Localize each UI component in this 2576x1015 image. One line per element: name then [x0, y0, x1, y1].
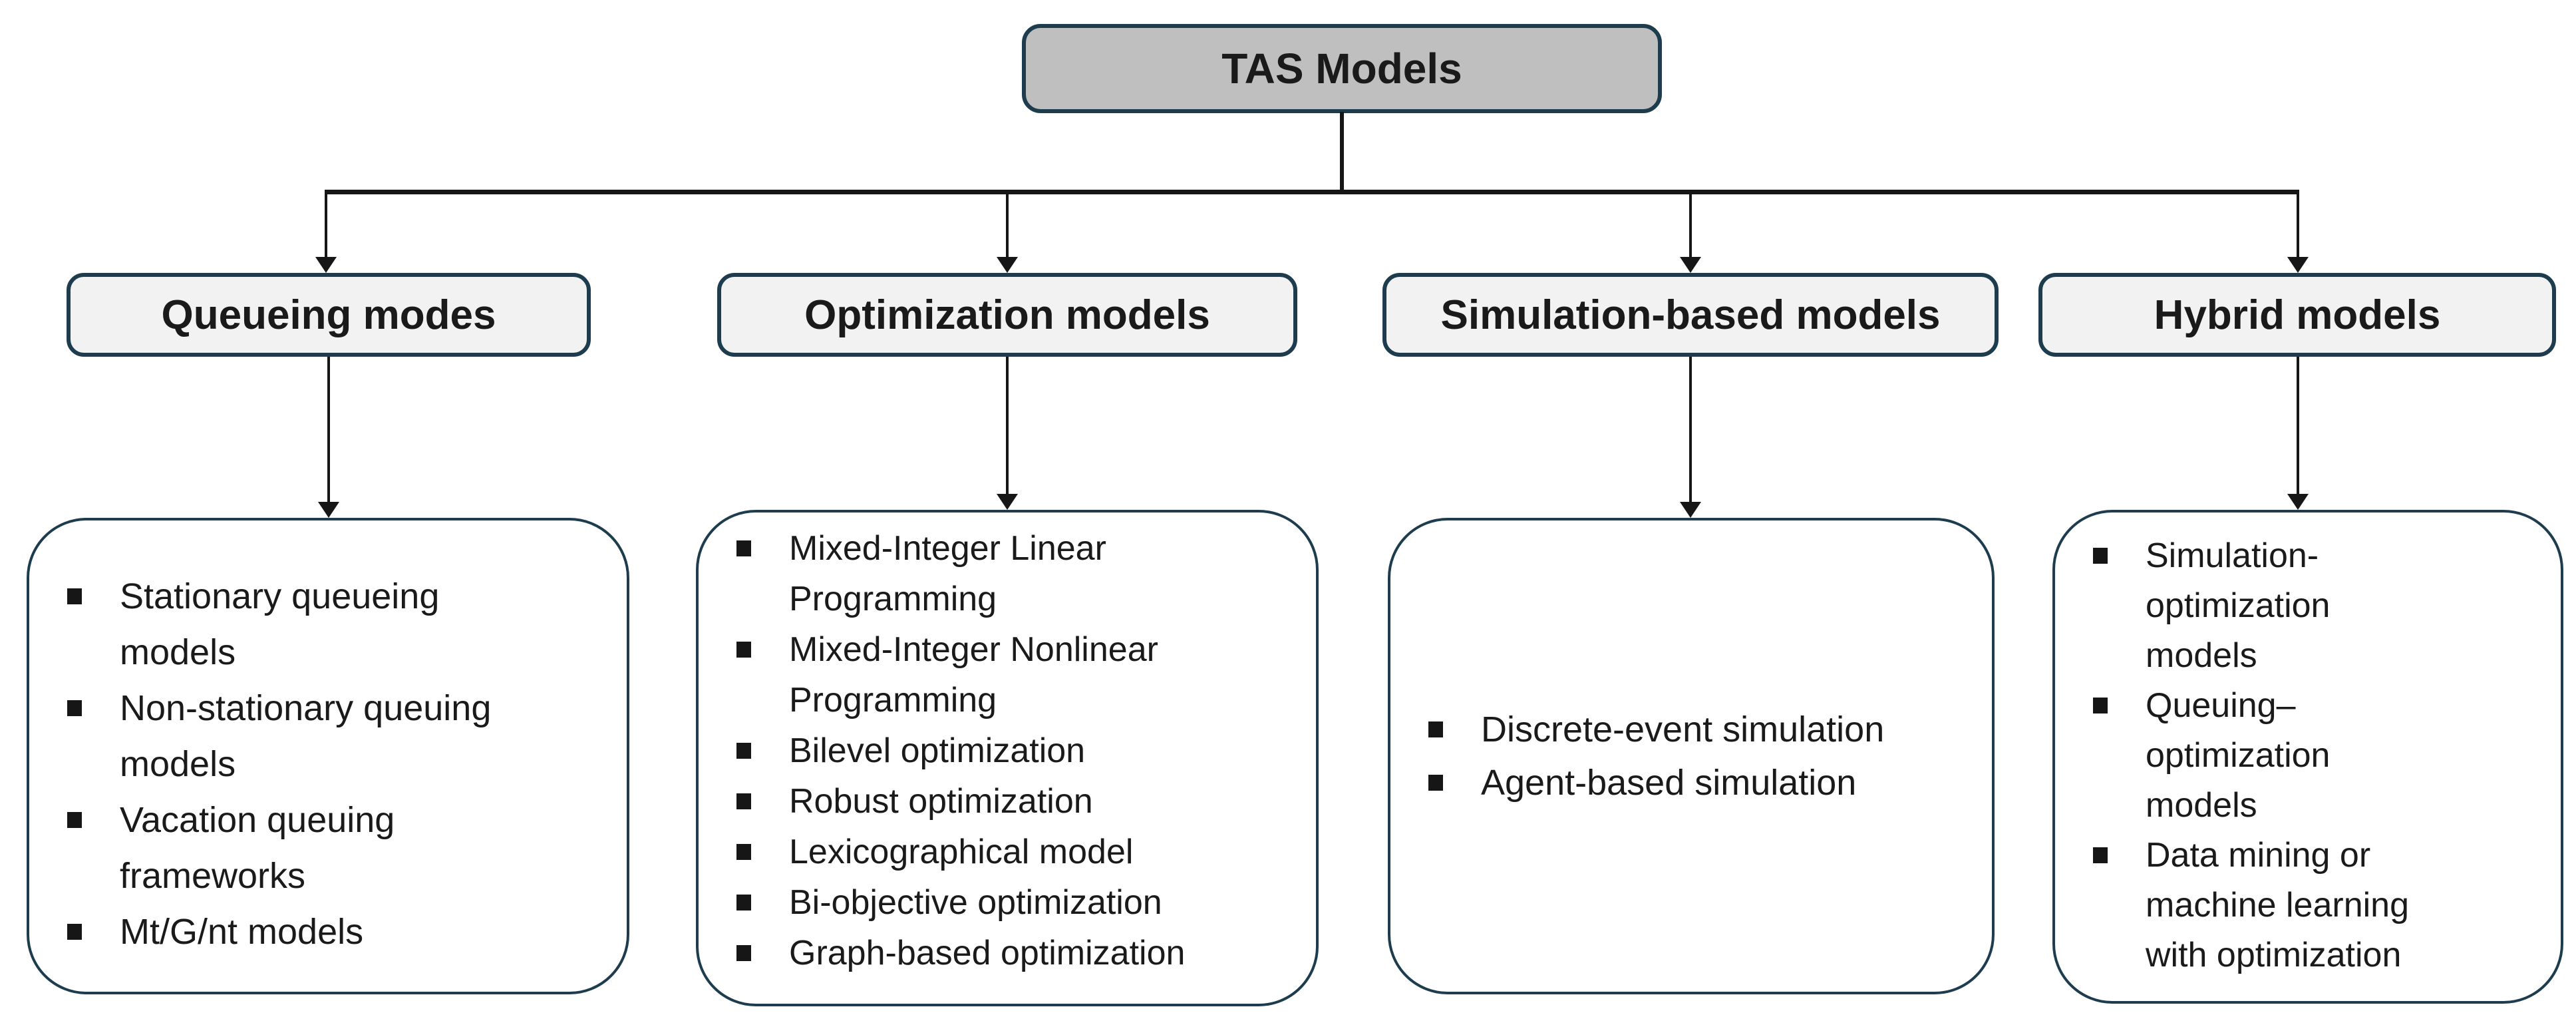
branch-label: Queueing modes [161, 292, 496, 338]
branch-label: Hybrid models [2154, 292, 2441, 338]
bullet-item: Robust optimization [699, 776, 1217, 827]
bullet-item: Lexicographical model [699, 827, 1217, 877]
bullet-item: Graph-based optimization [699, 928, 1217, 978]
branch-node-queueing: Queueing modes [67, 273, 591, 357]
arrow-down-icon [1680, 257, 1701, 273]
bullet-item: Vacation queuing frameworks [29, 792, 522, 904]
bullet-item: Bi-objective optimization [699, 877, 1217, 928]
bullet-item: Mt/G/nt models [29, 904, 522, 960]
branch-label: Simulation-based models [1440, 292, 1941, 338]
bullet-item: Discrete-event simulation [1390, 703, 1936, 756]
branch-node-simulation: Simulation-based models [1382, 273, 1999, 357]
bullet-item: Non-stationary queuing models [29, 680, 522, 792]
connector-branch-2 [1006, 192, 1009, 258]
branch-node-optimization: Optimization models [717, 273, 1297, 357]
connector-leaf-4 [2297, 357, 2299, 494]
connector-leaf-3 [1689, 357, 1692, 502]
arrow-down-icon [315, 257, 337, 273]
bullet-item: Stationary queueing models [29, 568, 522, 680]
arrow-down-icon [2287, 257, 2309, 273]
connector-bus [325, 190, 2299, 194]
connector-branch-4 [2297, 192, 2299, 258]
root-node: TAS Models [1022, 24, 1662, 113]
arrow-down-icon [318, 502, 339, 518]
connector-root-stem [1340, 112, 1344, 192]
connector-leaf-2 [1006, 357, 1009, 494]
bullet-item: Agent-based simulation [1390, 756, 1936, 809]
connector-branch-3 [1689, 192, 1692, 258]
arrow-down-icon [997, 494, 1018, 510]
branch-label: Optimization models [804, 292, 1210, 338]
bullet-item: Simulation-optimization models [2055, 531, 2421, 681]
bullet-item: Data mining or machine learning with opt… [2055, 831, 2421, 980]
arrow-down-icon [2287, 494, 2309, 510]
arrow-down-icon [997, 257, 1018, 273]
bullet-item: Mixed-Integer Linear Programming [699, 523, 1217, 624]
connector-leaf-1 [327, 357, 330, 502]
branch-node-hybrid: Hybrid models [2038, 273, 2556, 357]
bullet-item: Queuing–optimization models [2055, 681, 2421, 831]
connector-branch-1 [325, 192, 327, 258]
arrow-down-icon [1680, 502, 1701, 518]
bullet-item: Bilevel optimization [699, 725, 1217, 776]
root-node-label: TAS Models [1221, 45, 1462, 93]
bullet-item: Mixed-Integer Nonlinear Programming [699, 624, 1217, 725]
